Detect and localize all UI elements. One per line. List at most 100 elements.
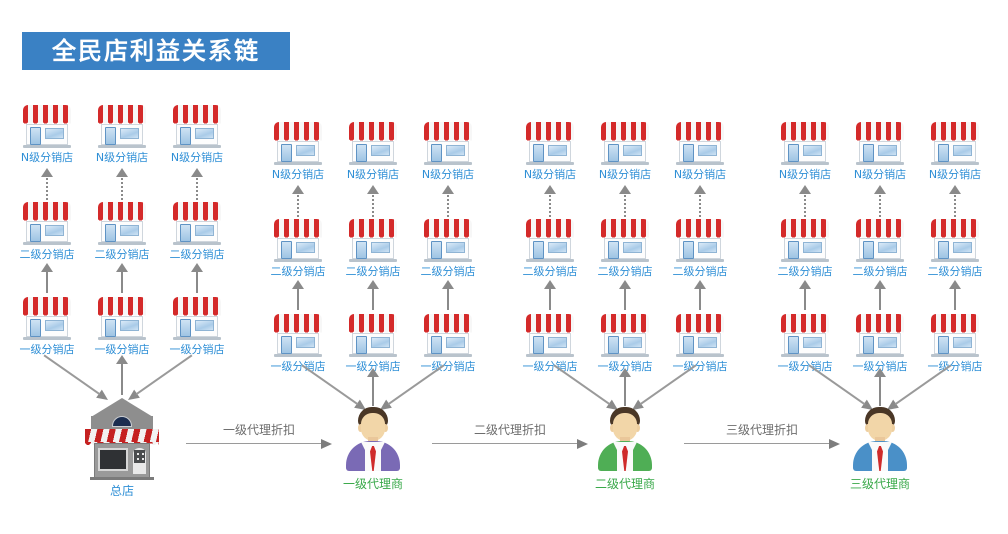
shop-node-g1c1-level2[interactable]: 二级分销店: [20, 202, 75, 261]
shop-icon: [856, 219, 904, 263]
title-banner: 全民店利益关系链: [22, 32, 290, 70]
store-base: [90, 477, 154, 480]
shop-node-g4c1-level2[interactable]: 二级分销店: [778, 219, 833, 278]
awning: [85, 429, 159, 443]
shop-node-g1c2-level1[interactable]: 一级分销店: [95, 297, 150, 356]
arrow-head: [292, 280, 304, 289]
arrow-fan-center-g4: [874, 368, 886, 406]
arrow-shaft: [624, 286, 626, 310]
shop-node-g2c2-level1[interactable]: 一级分销店: [346, 314, 401, 373]
shop-node-g4c3-leveln[interactable]: N级分销店: [929, 122, 981, 181]
shop-node-g2c1-level2[interactable]: 二级分销店: [271, 219, 326, 278]
shop-node-g4c3-level1[interactable]: 一级分销店: [928, 314, 983, 373]
shop-icon: [526, 122, 574, 166]
shop-icon: [274, 122, 322, 166]
arrow-shaft: [186, 443, 323, 445]
shop-label: 二级分销店: [420, 265, 476, 278]
shop-ground: [349, 354, 397, 357]
shop-icon: [424, 219, 472, 263]
awning: [601, 314, 649, 331]
shop-window: [195, 320, 214, 331]
shop-node-g1c2-level2[interactable]: 二级分销店: [95, 202, 150, 261]
shop-label: 一级分销店: [522, 360, 578, 373]
shop-node-g1c1-leveln[interactable]: N级分销店: [21, 105, 73, 164]
shop-node-g3c2-level1[interactable]: 一级分销店: [598, 314, 653, 373]
shop-node-g1c3-level2[interactable]: 二级分销店: [170, 202, 225, 261]
shop-door: [788, 336, 799, 354]
shop-node-g2c3-leveln[interactable]: N级分销店: [422, 122, 474, 181]
shop-node-g3c3-leveln[interactable]: N级分销店: [674, 122, 726, 181]
shop-node-g4c1-level1[interactable]: 一级分销店: [778, 314, 833, 373]
shop-node-g3c1-level1[interactable]: 一级分销店: [523, 314, 578, 373]
shop-node-g4c2-level1[interactable]: 一级分销店: [853, 314, 908, 373]
shop-node-g1c3-level1[interactable]: 一级分销店: [170, 297, 225, 356]
shop-window: [623, 145, 642, 156]
shop-label: 二级分销店: [19, 248, 75, 261]
shop-node-g1c2-leveln[interactable]: N级分销店: [96, 105, 148, 164]
arrow-up-dotted-g3c3: [694, 185, 706, 217]
head-store-node[interactable]: 总店: [85, 398, 159, 498]
shop-ground: [173, 242, 221, 245]
shop-label: N级分销店: [346, 168, 400, 181]
arrow-head: [694, 280, 706, 289]
shop-ground: [676, 162, 724, 165]
shop-window: [548, 337, 567, 348]
shop-ground: [931, 354, 979, 357]
shop-node-g2c1-leveln[interactable]: N级分销店: [272, 122, 324, 181]
agent-label: 三级代理商: [849, 477, 910, 491]
flow-arrow-2-label: 二级代理折扣: [473, 423, 546, 437]
awning: [349, 219, 397, 236]
shop-node-g4c3-level2[interactable]: 二级分销店: [928, 219, 983, 278]
shop-label: 二级分销店: [927, 265, 983, 278]
arrow-shaft: [879, 286, 881, 310]
arrow-up-solid-g2c1: [292, 280, 304, 310]
shop-label: 一级分销店: [169, 343, 225, 356]
tie: [877, 446, 883, 471]
arrow-up-dotted-g2c2: [367, 185, 379, 217]
shop-node-g4c1-leveln[interactable]: N级分销店: [779, 122, 831, 181]
arrow-shaft: [447, 286, 449, 310]
shop-ground: [424, 354, 472, 357]
shop-node-g2c3-level2[interactable]: 二级分销店: [421, 219, 476, 278]
arrow-head: [694, 185, 706, 194]
ear-left: [610, 424, 615, 432]
agent-node-2[interactable]: 二级代理商: [594, 405, 656, 491]
shop-node-g2c2-level2[interactable]: 二级分销店: [346, 219, 401, 278]
shop-node-g1c1-level1[interactable]: 一级分销店: [20, 297, 75, 356]
shop-node-g3c1-leveln[interactable]: N级分销店: [524, 122, 576, 181]
shop-node-g3c1-level2[interactable]: 二级分销店: [523, 219, 578, 278]
shop-door: [533, 336, 544, 354]
head-store-icon: [85, 398, 159, 480]
shop-node-g4c2-leveln[interactable]: N级分销店: [854, 122, 906, 181]
arrow-shaft: [624, 191, 626, 217]
shop-icon: [781, 314, 829, 358]
shop-node-g2c3-level1[interactable]: 一级分销店: [421, 314, 476, 373]
awning: [98, 105, 146, 122]
agent-node-1[interactable]: 一级代理商: [342, 405, 404, 491]
arrow-up-solid-g3c2: [619, 280, 631, 310]
arrow-fan-left-g1: [41, 351, 111, 405]
shop-ground: [23, 242, 71, 245]
shop-node-g3c3-level1[interactable]: 一级分销店: [673, 314, 728, 373]
arrow-head: [41, 263, 53, 272]
shop-node-g2c1-level1[interactable]: 一级分销店: [271, 314, 326, 373]
shop-label: N级分销店: [20, 151, 74, 164]
shop-node-g3c2-level2[interactable]: 二级分销店: [598, 219, 653, 278]
arrow-shaft: [297, 286, 299, 310]
shop-node-g2c2-leveln[interactable]: N级分销店: [347, 122, 399, 181]
shop-node-g3c3-level2[interactable]: 二级分销店: [673, 219, 728, 278]
shop-label: N级分销店: [421, 168, 475, 181]
arrow-head: [116, 355, 128, 364]
shop-label: 一级分销店: [777, 360, 833, 373]
shop-node-g3c2-leveln[interactable]: N级分销店: [599, 122, 651, 181]
shop-icon: [931, 219, 979, 263]
arrow-shaft: [43, 354, 101, 396]
arrow-up-dotted-g3c1: [544, 185, 556, 217]
shop-node-g1c3-leveln[interactable]: N级分销店: [171, 105, 223, 164]
shop-node-g4c2-level2[interactable]: 二级分销店: [853, 219, 908, 278]
arrow-head: [442, 185, 454, 194]
face: [361, 413, 385, 441]
agent-node-3[interactable]: 三级代理商: [849, 405, 911, 491]
arrow-up-dotted-g1c1: [41, 168, 53, 200]
arrow-head: [799, 280, 811, 289]
